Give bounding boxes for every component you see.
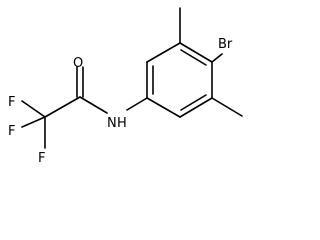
methyl-bond-bottom bbox=[211, 97, 243, 117]
bromine-label: Br bbox=[218, 37, 233, 52]
cf3-bond-upper-left bbox=[21, 100, 46, 118]
oxygen-label: O bbox=[73, 56, 83, 71]
bromine-bond bbox=[211, 53, 223, 63]
ring-bond-c3-c4 bbox=[179, 42, 213, 63]
ring-bond-c5-c6 bbox=[179, 97, 213, 118]
fluorine-label-bottom: F bbox=[38, 151, 45, 166]
ring-bond-c3-c4-inner bbox=[180, 49, 207, 66]
fluorine-label-left: F bbox=[8, 124, 15, 139]
molecule-structure: Br O N H F F F bbox=[8, 7, 243, 166]
fluorine-label-upper-left: F bbox=[8, 95, 15, 110]
ring-bond-c6-c1 bbox=[146, 97, 181, 118]
ring-nitrogen-bond bbox=[126, 97, 148, 111]
carbonyl-cf3-bond bbox=[44, 96, 81, 118]
nitrogen-label: N bbox=[107, 116, 117, 131]
hydrogen-label: H bbox=[117, 116, 127, 131]
ring-bond-c2-c3 bbox=[146, 42, 181, 63]
structure-canvas: Br O N H F F F bbox=[8, 7, 243, 166]
cf3-bond-left bbox=[21, 116, 46, 128]
ring-bond-c5-c6-inner bbox=[180, 94, 207, 111]
nitrogen-carbonyl-bond bbox=[79, 96, 108, 114]
